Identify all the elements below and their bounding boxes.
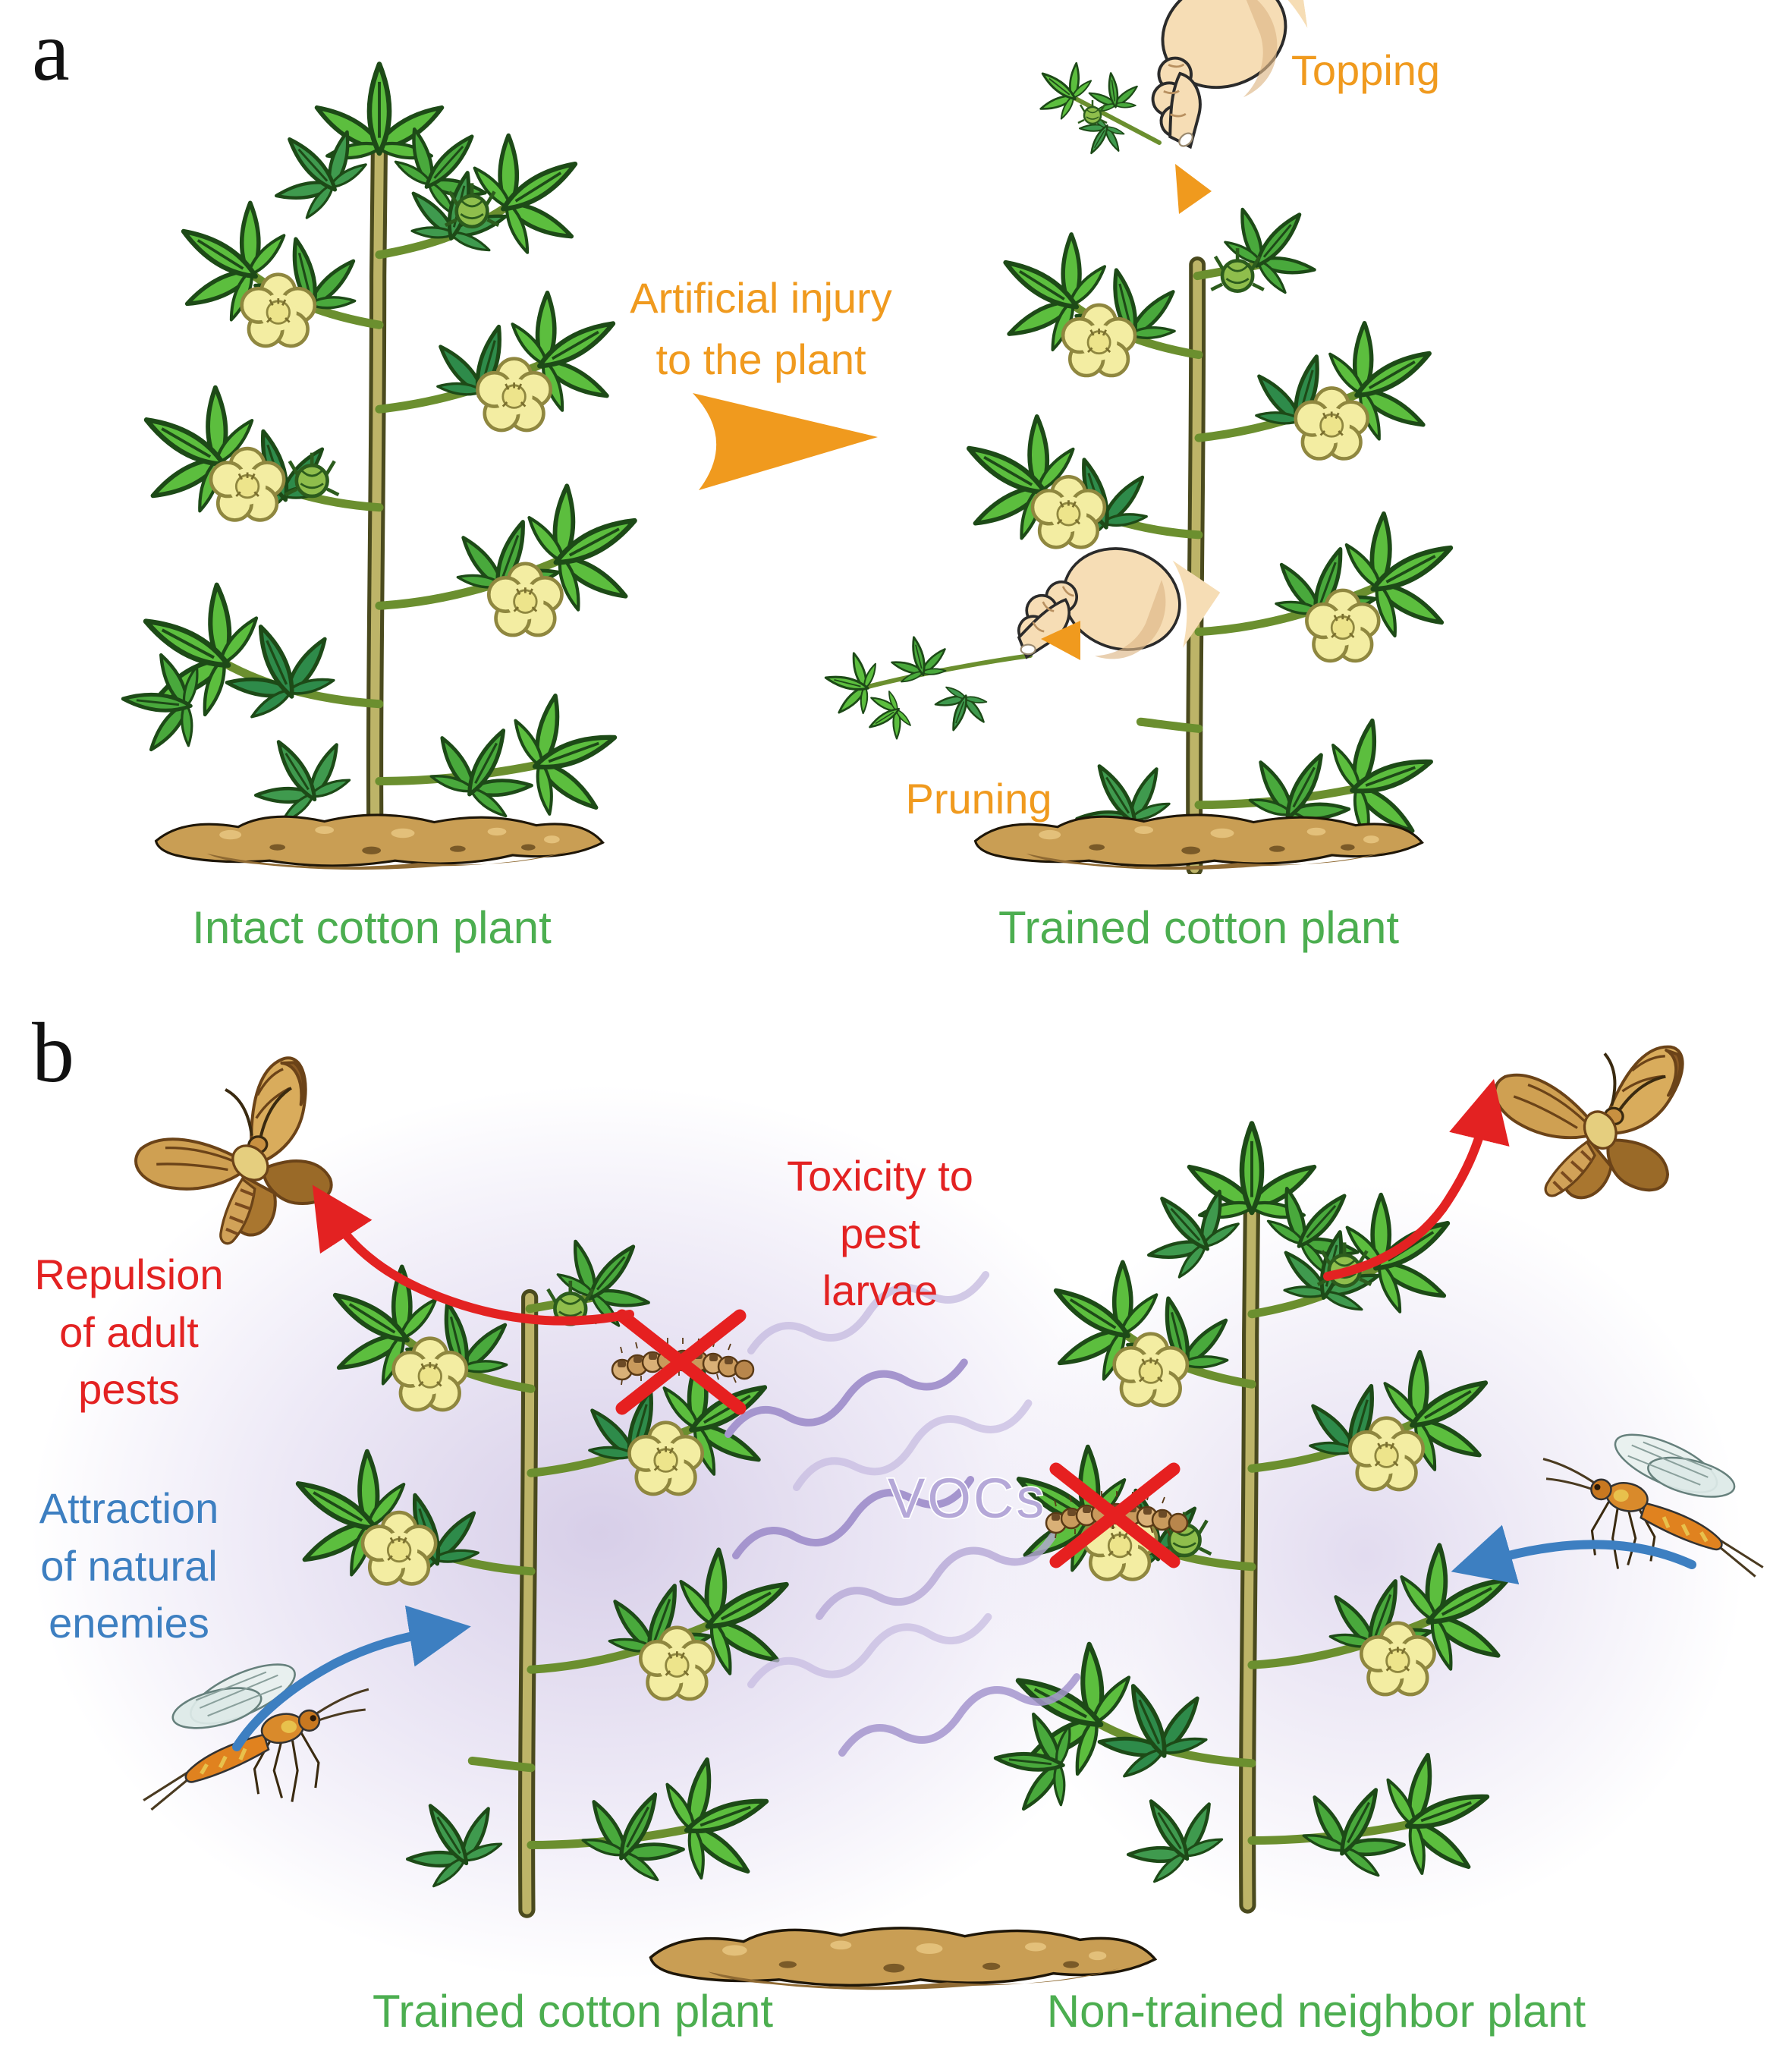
red-cross-icon <box>1049 1462 1181 1568</box>
panel-b-label: b <box>32 1006 74 1100</box>
pruning-cut-marker-icon <box>1041 621 1080 660</box>
voc-waves-illustration: VOCs <box>725 1271 1081 1757</box>
attraction-arrow-left <box>232 1605 471 1751</box>
vocs-label: VOCs <box>888 1467 1046 1530</box>
artificial-injury-line1: Artificial injury <box>630 274 892 322</box>
repulsion-line1: Repulsion <box>34 1251 224 1298</box>
pruning-hand-illustration <box>850 503 1221 759</box>
attraction-label: Attraction of natural enemies <box>0 1480 258 1652</box>
dead-caterpillar-right <box>1045 1462 1189 1568</box>
dead-caterpillar-left <box>611 1309 755 1415</box>
toxicity-label: Toxicity to pest larvae <box>706 1147 1055 1320</box>
neighbor-plant-b-caption: Non-trained neighbor plant <box>1046 1986 1586 2037</box>
intact-cotton-plant-illustration <box>99 44 660 873</box>
trained-plant-b-caption: Trained cotton plant <box>372 1986 774 2037</box>
attraction-line3: enemies <box>49 1599 209 1647</box>
topping-hand-illustration <box>1039 0 1324 214</box>
toxicity-line2: pest <box>840 1209 920 1257</box>
transform-arrow-icon <box>693 393 878 490</box>
topping-label: Topping <box>1291 46 1441 94</box>
repulsion-arrow-right <box>1323 1079 1510 1281</box>
repulsion-line2: of adult <box>59 1307 199 1356</box>
intact-plant-caption: Intact cotton plant <box>192 902 552 953</box>
soil-mound-intact <box>154 813 605 871</box>
repulsion-label: Repulsion of adult pests <box>0 1246 258 1418</box>
toxicity-line1: Toxicity to <box>787 1152 973 1200</box>
artificial-injury-line2: to the plant <box>655 335 866 384</box>
toxicity-line3: larvae <box>822 1266 938 1315</box>
attraction-arrow-right <box>1451 1524 1696 1585</box>
red-cross-icon <box>615 1309 747 1415</box>
repulsion-arrow-left <box>312 1185 634 1326</box>
topping-cut-marker-icon <box>1175 164 1212 214</box>
attraction-line2: of natural <box>40 1541 218 1590</box>
pruning-label: Pruning <box>905 775 1052 823</box>
artificial-injury-label: Artificial injury to the plant <box>579 267 943 390</box>
repulsion-line3: pests <box>78 1365 180 1414</box>
panel-a-label: a <box>32 5 70 99</box>
attraction-line1: Attraction <box>39 1484 219 1532</box>
trained-plant-caption: Trained cotton plant <box>998 902 1400 953</box>
